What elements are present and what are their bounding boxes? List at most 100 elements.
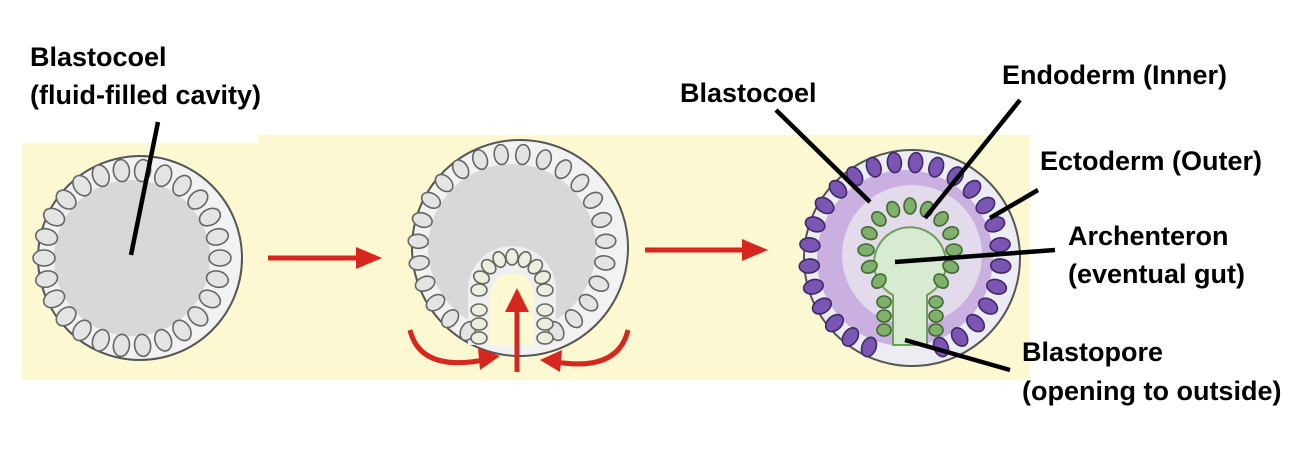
ectoderm-cell xyxy=(965,313,986,333)
endoderm-cell xyxy=(886,200,901,218)
ectoderm-cell xyxy=(493,143,510,166)
blastomere-cell xyxy=(198,289,222,309)
ectoderm-cell xyxy=(594,255,616,271)
invaginating-cell xyxy=(470,283,488,297)
ectoderm-cell xyxy=(841,327,860,347)
blastomere-cell xyxy=(205,270,230,289)
label-blastocoel-stage1-line2: (fluid-filled cavity) xyxy=(30,80,261,110)
label-ectoderm: Ectoderm (Outer) xyxy=(1040,146,1262,176)
ectoderm-cell xyxy=(907,151,924,174)
arrow-gastrula-to-late xyxy=(645,239,768,261)
ectoderm-cell xyxy=(408,255,430,271)
ectoderm-cell xyxy=(799,237,821,253)
ectoderm-cell xyxy=(411,211,433,229)
blastula-cavity xyxy=(54,180,210,336)
blastomere-cell xyxy=(172,174,192,197)
invaginating-cell xyxy=(480,258,497,275)
ectoderm-cell xyxy=(865,156,882,178)
leader-blastopore xyxy=(904,337,1011,373)
ectoderm-cell xyxy=(407,233,429,250)
late-gastrula-cells xyxy=(798,151,1012,358)
label-blastocoel-stage3: Blastocoel xyxy=(680,78,817,108)
blastula xyxy=(32,155,243,361)
ectoderm-cell xyxy=(440,309,460,329)
blastomere-cell xyxy=(34,270,59,289)
ectoderm-cell xyxy=(798,258,821,274)
ectoderm-cell xyxy=(804,216,826,233)
endoderm-cell xyxy=(876,309,892,323)
leader-blastocoel-stage1 xyxy=(128,121,161,256)
ectoderm-cell xyxy=(595,233,617,250)
endoderm-cell xyxy=(876,323,892,337)
ectoderm-cell xyxy=(582,191,604,209)
leader-endoderm xyxy=(923,98,1022,220)
ectoderm-cell xyxy=(434,173,454,193)
ectoderm-cell xyxy=(928,156,945,178)
ectoderm-cell xyxy=(420,191,442,209)
ectoderm-cell xyxy=(962,179,982,199)
blastomere-cell xyxy=(198,207,222,227)
ectoderm-cell xyxy=(451,159,470,180)
blastomere-cell xyxy=(187,306,209,327)
early-gastrula xyxy=(407,139,629,357)
ectoderm-cell xyxy=(578,293,599,312)
blastomere-cell xyxy=(55,306,77,327)
leader-ectoderm xyxy=(988,188,1040,220)
ectoderm-cell xyxy=(588,275,610,293)
ectoderm-cell xyxy=(414,275,436,293)
ectoderm-cell xyxy=(977,297,999,315)
invaginating-cell xyxy=(533,270,552,285)
endoderm-cell xyxy=(860,259,878,274)
blastomere-cell xyxy=(42,289,66,309)
ectoderm-cell xyxy=(986,278,1008,295)
blastomere-cell xyxy=(91,164,111,188)
blastomere-cell xyxy=(187,189,209,210)
label-blastopore-line2: (opening to outside) xyxy=(1022,376,1281,406)
blastomere-cell xyxy=(42,207,66,227)
invaginating-cell xyxy=(470,317,488,331)
label-archenteron-line1: Archenteron xyxy=(1068,221,1229,251)
blastomere-cell xyxy=(32,249,56,267)
ectoderm-cell xyxy=(570,173,590,193)
invaginating-cell xyxy=(472,270,491,285)
endoderm-cell xyxy=(942,259,960,274)
endoderm-cell xyxy=(857,243,875,257)
ectoderm-cell xyxy=(860,336,878,358)
invaginating-cell xyxy=(536,331,554,345)
invagination-arrow-left xyxy=(407,329,500,370)
endoderm-cell xyxy=(933,211,949,227)
blastomere-cell xyxy=(208,249,232,267)
endoderm-cell xyxy=(933,273,949,289)
blastomere-cell xyxy=(72,319,92,342)
ectoderm-cell xyxy=(802,278,824,295)
ectoderm-cell xyxy=(824,313,845,333)
ectoderm-cell xyxy=(425,293,446,312)
invaginating-cell xyxy=(517,250,532,269)
blastomere-cell xyxy=(55,189,77,210)
invaginating-cell xyxy=(492,250,507,269)
blastomere-cell xyxy=(112,333,131,358)
ectoderm-cell xyxy=(514,143,531,166)
blastula-cell-ring xyxy=(32,158,232,358)
leader-blastocoel-stage3 xyxy=(774,108,872,204)
endoderm-cell xyxy=(876,295,892,309)
ectoderm-cell xyxy=(975,196,996,215)
ectoderm-cell xyxy=(814,196,835,215)
blastomere-cell xyxy=(205,227,230,246)
blastomere-cell xyxy=(133,333,152,358)
ectoderm-cell xyxy=(554,159,573,180)
invaginating-cell xyxy=(536,283,554,297)
ectoderm-cell xyxy=(989,258,1012,274)
blastomere-cell xyxy=(112,158,131,183)
blastomere-cell xyxy=(72,174,92,197)
label-archenteron-line2: (eventual gut) xyxy=(1068,259,1245,289)
leader-archenteron xyxy=(894,247,1056,265)
invaginating-cell xyxy=(536,317,554,331)
invaginating-cell xyxy=(505,248,519,266)
ectoderm-cell xyxy=(564,309,584,329)
ectoderm-cell xyxy=(811,297,833,315)
ectoderm-cell xyxy=(886,151,903,174)
endoderm-cell xyxy=(928,323,944,337)
label-blastocoel-stage1-line1: Blastocoel xyxy=(30,42,167,72)
endoderm-cell xyxy=(942,226,960,241)
